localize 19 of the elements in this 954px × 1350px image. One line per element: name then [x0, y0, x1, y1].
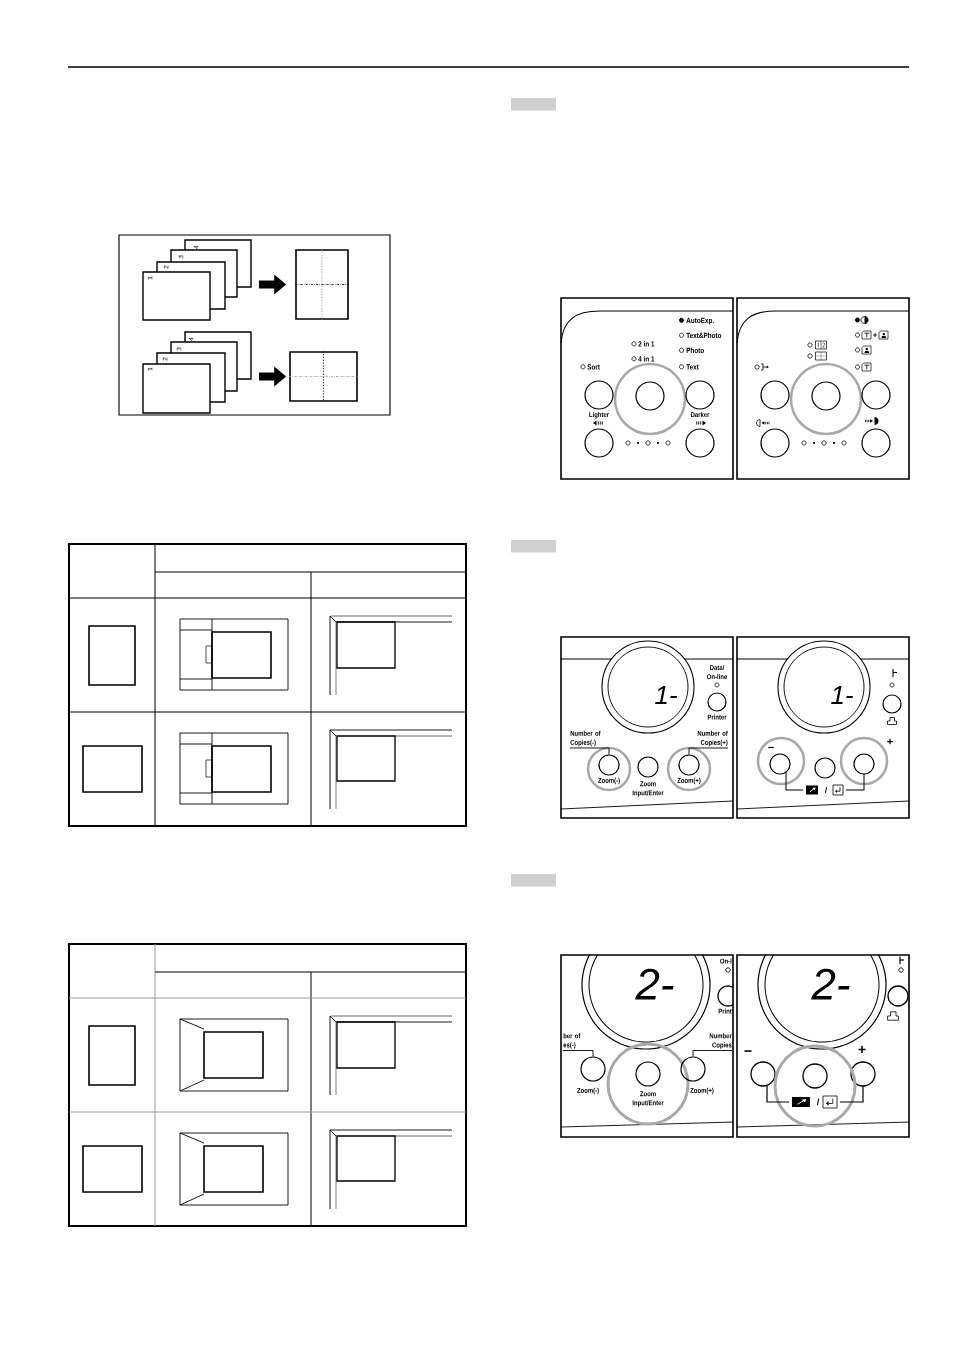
minus-sign: − [768, 746, 774, 749]
control-panel [736, 297, 910, 480]
minus-sign: − [744, 1050, 752, 1052]
display-readout: 1- [655, 686, 677, 704]
leader-line [692, 1050, 733, 1057]
page-stack [142, 331, 252, 414]
leader-line [569, 747, 610, 755]
display-readout: 2- [811, 968, 850, 1000]
plus-sign: + [887, 738, 893, 745]
display-readout: 1- [831, 686, 853, 704]
leader-line [688, 747, 729, 755]
display-readout: 2- [635, 968, 674, 1000]
leader-line [562, 1050, 594, 1057]
slash-sign: / [824, 787, 828, 793]
page-stack [142, 239, 252, 321]
slash-sign: / [816, 1098, 820, 1106]
output-sheet [288, 350, 359, 403]
plus-sign: + [858, 1045, 866, 1053]
output-sheet [294, 248, 350, 321]
